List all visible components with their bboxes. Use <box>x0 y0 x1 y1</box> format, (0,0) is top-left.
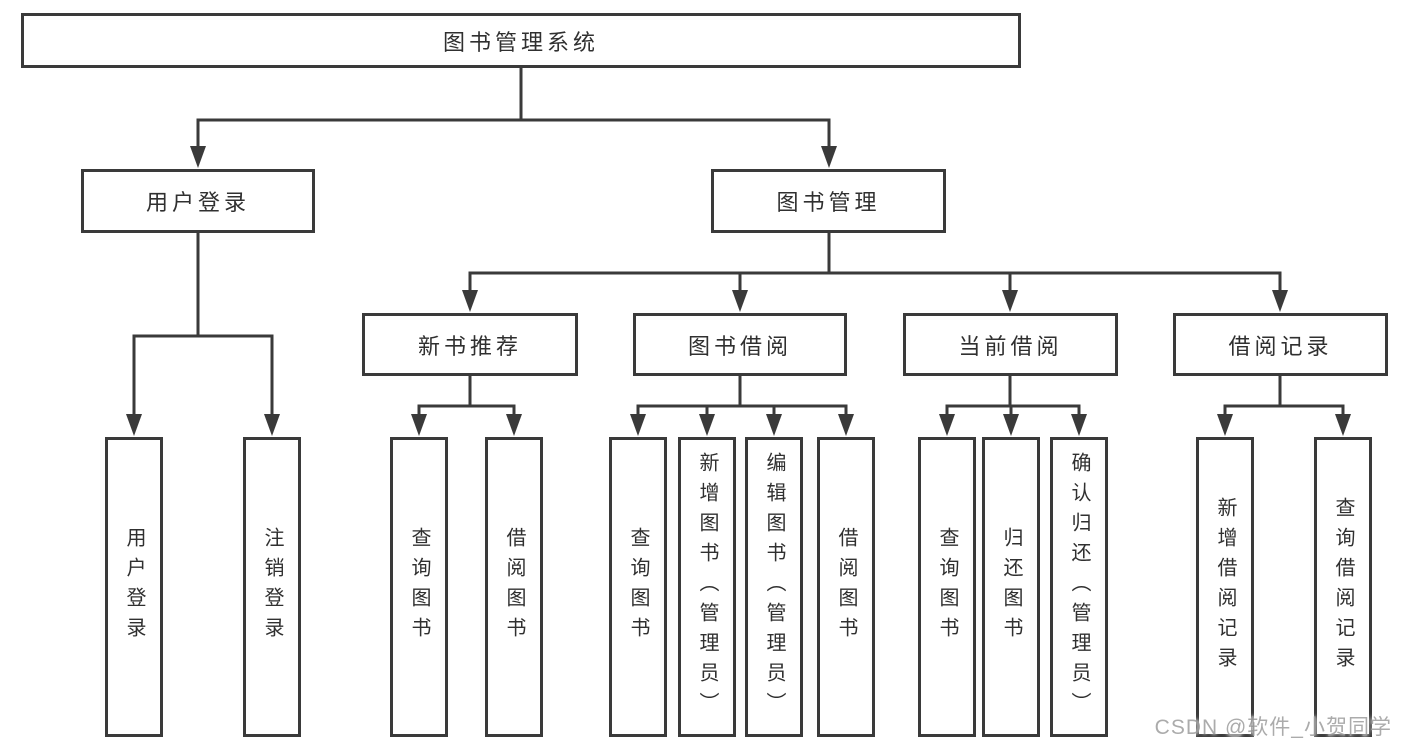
leaf-borrow-books-borrow-label: 借阅图书 <box>835 527 857 647</box>
leaf-confirm-return-admin: 确认归还（管理员） <box>1050 437 1108 737</box>
csdn-watermark: CSDN @软件_小贺同学 <box>1154 716 1392 739</box>
leaf-query-books-recommend: 查询图书 <box>390 437 448 737</box>
leaf-user-login: 用户登录 <box>105 437 163 737</box>
node-current-borrow: 当前借阅 <box>903 313 1118 376</box>
leaf-return-books-label: 归还图书 <box>1000 527 1022 647</box>
leaf-query-borrow-record: 查询借阅记录 <box>1314 437 1372 737</box>
node-borrow-records-label: 借阅记录 <box>1228 333 1333 359</box>
node-new-book-recommend-label: 新书推荐 <box>417 333 522 359</box>
leaf-add-borrow-record-label: 新增借阅记录 <box>1214 497 1236 677</box>
leaf-query-books-borrow-label: 查询图书 <box>627 527 649 647</box>
node-borrow-records: 借阅记录 <box>1173 313 1388 376</box>
node-root: 图书管理系统 <box>21 13 1021 68</box>
leaf-borrow-books-borrow: 借阅图书 <box>817 437 875 737</box>
node-book-borrow: 图书借阅 <box>633 313 847 376</box>
leaf-confirm-return-admin-label: 确认归还（管理员） <box>1068 452 1090 722</box>
leaf-add-borrow-record: 新增借阅记录 <box>1196 437 1254 737</box>
leaf-query-books-borrow: 查询图书 <box>609 437 667 737</box>
leaf-edit-books-admin: 编辑图书（管理员） <box>745 437 803 737</box>
leaf-add-books-admin: 新增图书（管理员） <box>678 437 736 737</box>
leaf-query-borrow-record-label: 查询借阅记录 <box>1332 497 1354 677</box>
leaf-query-books-current-label: 查询图书 <box>936 527 958 647</box>
leaf-edit-books-admin-label: 编辑图书（管理员） <box>763 452 785 722</box>
leaf-borrow-books-recommend-label: 借阅图书 <box>503 527 525 647</box>
leaf-query-books-current: 查询图书 <box>918 437 976 737</box>
leaf-logout-label: 注销登录 <box>261 527 283 647</box>
leaf-logout: 注销登录 <box>243 437 301 737</box>
node-new-book-recommend: 新书推荐 <box>362 313 578 376</box>
leaf-return-books: 归还图书 <box>982 437 1040 737</box>
node-root-label: 图书管理系统 <box>442 29 599 55</box>
node-current-borrow-label: 当前借阅 <box>958 333 1063 359</box>
node-book-management: 图书管理 <box>711 169 946 233</box>
node-book-management-label: 图书管理 <box>776 190 881 215</box>
leaf-add-books-admin-label: 新增图书（管理员） <box>696 452 718 722</box>
node-user-login: 用户登录 <box>81 169 315 233</box>
leaf-user-login-label: 用户登录 <box>123 527 145 647</box>
leaf-query-books-recommend-label: 查询图书 <box>408 527 430 647</box>
node-user-login-label: 用户登录 <box>145 190 250 215</box>
node-book-borrow-label: 图书借阅 <box>687 333 792 359</box>
leaf-borrow-books-recommend: 借阅图书 <box>485 437 543 737</box>
